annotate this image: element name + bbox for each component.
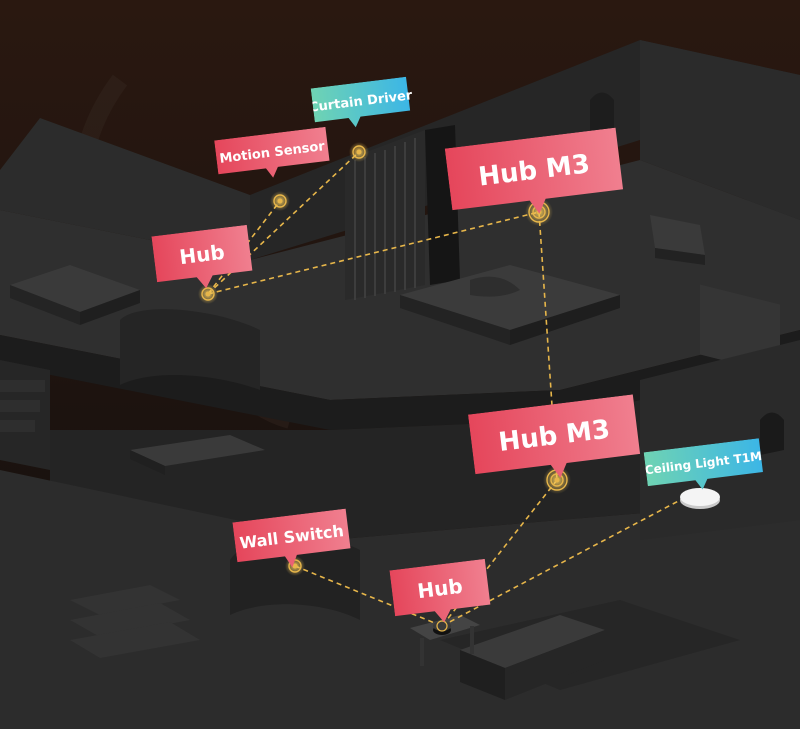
- label-hub-upper: Hub: [151, 224, 253, 289]
- label-hub-lower-text: Hub: [416, 574, 464, 603]
- label-wall-switch: Wall Switch: [232, 508, 351, 568]
- desk-lower-left: [130, 435, 265, 475]
- curtain: [345, 125, 460, 300]
- armchair-upper: [650, 215, 705, 265]
- label-motion-sensor: Motion Sensor: [214, 126, 330, 178]
- label-hub-m3-lower: Hub M3: [468, 394, 641, 478]
- bed-upper-left: [10, 265, 140, 325]
- sofa-lower: [460, 615, 605, 700]
- hub-device-icon: [433, 620, 451, 635]
- concentric-ring-icon: [198, 284, 218, 304]
- label-hub-upper-text: Hub: [178, 240, 226, 269]
- label-ceiling-light: Ceiling Light T1M: [643, 438, 763, 490]
- concentric-ring-icon: [349, 142, 369, 162]
- label-hub-lower: Hub: [389, 558, 491, 623]
- label-hub-m3-upper: Hub M3: [444, 127, 624, 214]
- concentric-ring-icon: [270, 191, 290, 211]
- main-bed: [400, 265, 620, 345]
- label-curtain-driver: Curtain Driver: [311, 76, 414, 128]
- ceiling-light-icon: [680, 488, 720, 509]
